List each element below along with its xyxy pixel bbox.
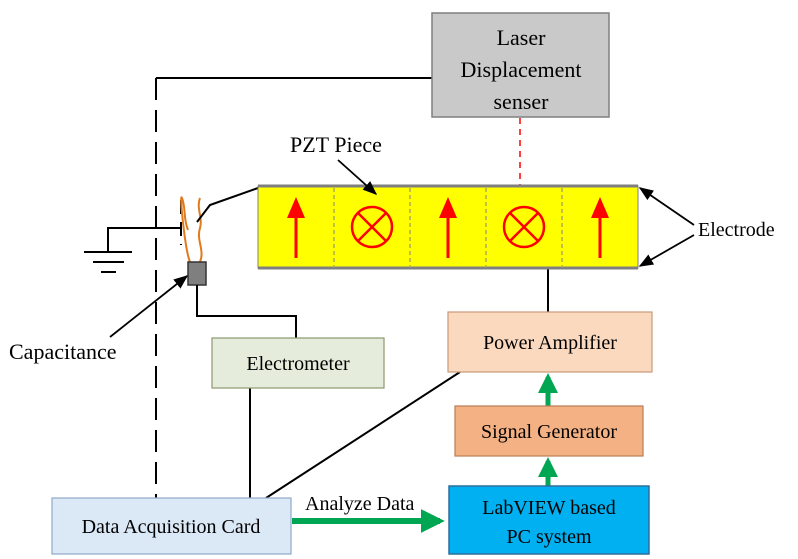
data-acquisition-card-box: Data Acquisition Card xyxy=(51,497,292,555)
polarization-up-arrow-3 xyxy=(591,197,609,258)
polarization-into-page-icon-2 xyxy=(502,205,546,249)
pzt-piece-pointer-arrow xyxy=(337,159,378,195)
electrometer-box: Electrometer xyxy=(211,337,385,389)
laser-label-line1: Laser xyxy=(497,25,547,50)
electrometer-label: Electrometer xyxy=(246,353,350,375)
orange-wire-left xyxy=(180,196,191,263)
signal-generator-label: Signal Generator xyxy=(481,421,617,443)
electrode-pointer-arrow-top xyxy=(638,187,695,226)
ground-wire xyxy=(107,227,181,252)
polarization-up-arrow-1 xyxy=(287,197,305,258)
daq-label: Data Acquisition Card xyxy=(82,516,261,538)
laser-displacement-sensor-box: Laser Displacement senser xyxy=(431,12,610,118)
analyze-data-label: Analyze Data xyxy=(305,493,415,515)
labview-label-line2: PC system xyxy=(506,526,591,548)
capacitance-to-electrometer-wire xyxy=(196,285,297,338)
electrode-label: Electrode xyxy=(698,219,775,241)
capacitance-element xyxy=(187,261,207,286)
labview-pc-system-box: LabVIEW based PC system xyxy=(448,485,650,555)
signal-generator-box: Signal Generator xyxy=(454,405,644,457)
daq-to-amplifier-wire xyxy=(265,371,461,499)
capacitance-to-pzt-wire xyxy=(196,187,259,223)
polarization-up-arrow-2 xyxy=(439,197,457,258)
power-amplifier-label: Power Amplifier xyxy=(483,332,617,354)
electrode-pointer-arrow-bottom xyxy=(638,234,695,267)
pzt-piece-label: PZT Piece xyxy=(290,132,382,157)
power-amplifier-box: Power Amplifier xyxy=(447,311,653,373)
polarization-into-page-icon-1 xyxy=(350,205,394,249)
pzt-piece xyxy=(257,184,639,270)
capacitance-label: Capacitance xyxy=(9,339,117,364)
laser-label-line3: senser xyxy=(494,89,550,114)
laser-label-line2: Displacement xyxy=(461,57,582,82)
orange-wire-right xyxy=(197,197,203,263)
capacitance-pointer-arrow xyxy=(109,275,189,338)
labview-label-line1: LabVIEW based xyxy=(482,497,615,519)
